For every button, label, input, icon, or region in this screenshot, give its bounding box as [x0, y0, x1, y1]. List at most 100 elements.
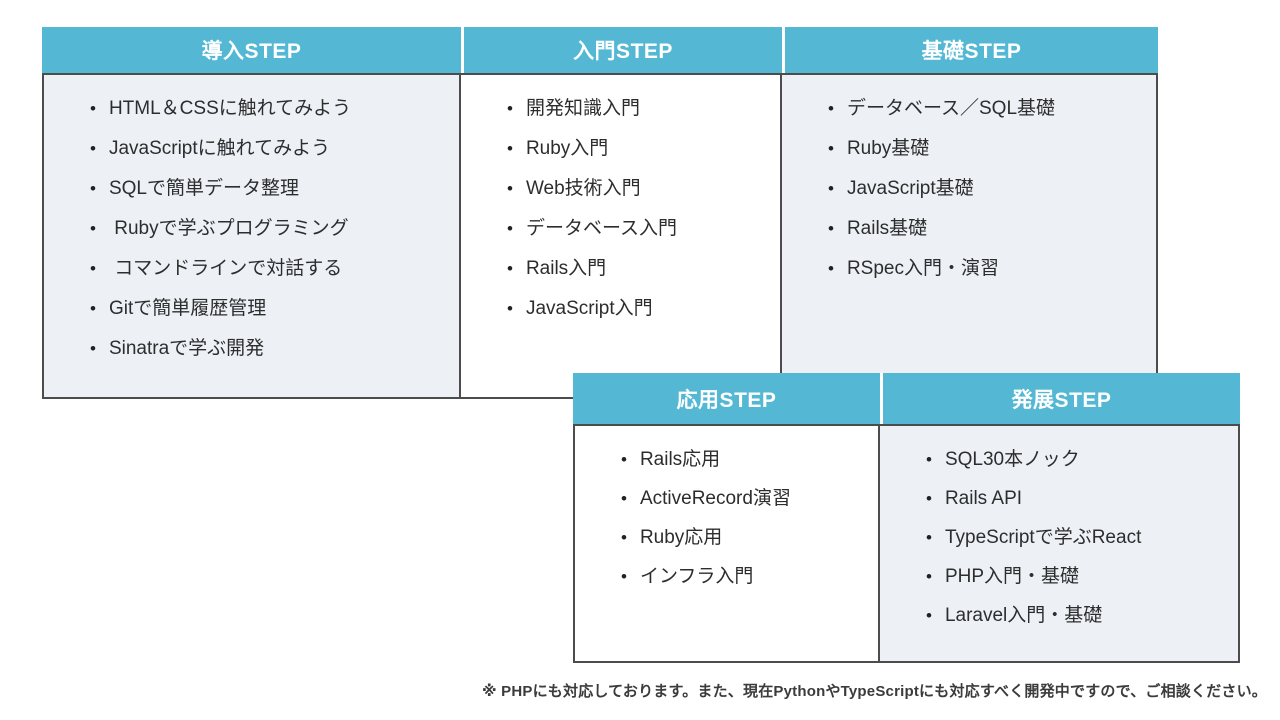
bullet-icon: •	[621, 528, 627, 547]
step-item-list: • Rails応用 • ActiveRecord演習 • Ruby応用 • インフラ入門	[575, 426, 878, 596]
list-item: • Web技術入門	[507, 169, 772, 209]
list-item: • JavaScriptに触れてみよう	[90, 129, 451, 169]
footnote: ※ PHPにも対応しております。また、現在PythonやTypeScriptにも…	[482, 683, 1267, 700]
step-header-basic: 基礎STEP	[782, 27, 1158, 73]
list-item: • Ruby応用	[621, 518, 870, 557]
list-item-label: コマンドラインで対話する	[108, 258, 343, 279]
list-item: • コマンドラインで対話する	[90, 249, 451, 289]
list-item-label: PHP入門・基礎	[944, 566, 1080, 587]
step-panel-intro: • HTML＆CSSに触れてみよう • JavaScriptに触れてみよう • SQL…	[42, 73, 461, 399]
step-item-list: • SQL30本ノック • Rails API • TypeScriptで学ぶReac…	[880, 426, 1238, 635]
step-item-list: • 開発知識入門 • Ruby入門 • Web技術入門 • データベース入門 • Rail…	[461, 75, 780, 329]
list-item-label: Ruby入門	[525, 138, 609, 159]
bullet-icon: •	[90, 139, 96, 158]
step-panel-applied: • Rails応用 • ActiveRecord演習 • Ruby応用 • インフラ入門	[573, 424, 880, 663]
list-item: • インフラ入門	[621, 557, 870, 596]
bullet-icon: •	[507, 259, 513, 278]
list-item-label: JavaScript基礎	[846, 178, 974, 199]
list-item-label: SQL30本ノック	[944, 449, 1080, 470]
list-item: •Ruby基礎	[828, 129, 1148, 169]
step-table-row1: 導入STEP • HTML＆CSSに触れてみよう • JavaScriptに触れてみ…	[42, 27, 1158, 399]
bullet-icon: •	[828, 259, 834, 278]
bullet-icon: •	[507, 219, 513, 238]
bullet-icon: •	[926, 528, 932, 547]
step-table-row2: 応用STEP • Rails応用 • ActiveRecord演習 • Ruby応用 …	[573, 373, 1240, 663]
list-item-label: Gitで簡単履歴管理	[108, 298, 267, 319]
list-item-label: インフラ入門	[639, 566, 754, 587]
list-item-label: Rails応用	[639, 449, 721, 470]
bullet-icon: •	[621, 450, 627, 469]
step-header-advanced: 発展STEP	[880, 373, 1240, 424]
list-item: • データベース／SQL基礎	[828, 89, 1148, 129]
list-item-label: ActiveRecord演習	[639, 488, 791, 509]
bullet-icon: •	[90, 219, 96, 238]
bullet-icon: •	[926, 567, 932, 586]
list-item: • 開発知識入門	[507, 89, 772, 129]
step-panel-advanced: • SQL30本ノック • Rails API • TypeScriptで学ぶReac…	[880, 424, 1240, 663]
step-header-intro: 導入STEP	[42, 27, 461, 73]
bullet-icon: •	[828, 219, 834, 238]
list-item-label: JavaScriptに触れてみよう	[108, 138, 331, 159]
bullet-icon: •	[828, 179, 834, 198]
list-item-label: SQLで簡単データ整理	[108, 178, 299, 199]
bullet-icon: •	[90, 339, 96, 358]
list-item: • Rails入門	[507, 249, 772, 289]
bullet-icon: •	[828, 99, 834, 118]
bullet-icon: •	[507, 179, 513, 198]
list-item: • Rails基礎	[828, 209, 1148, 249]
list-item-label: Rails基礎	[846, 218, 928, 239]
bullet-icon: •	[926, 606, 932, 625]
list-item-label: HTML＆CSSに触れてみよう	[108, 98, 352, 119]
bullet-icon: •	[926, 450, 932, 469]
bullet-icon: •	[507, 139, 513, 158]
bullet-icon: •	[90, 99, 96, 118]
bullet-icon: •	[90, 299, 96, 318]
list-item: • PHP入門・基礎	[926, 557, 1230, 596]
list-item: • Rails API	[926, 479, 1230, 518]
step-item-list: • HTML＆CSSに触れてみよう • JavaScriptに触れてみよう • SQL…	[44, 75, 459, 369]
list-item-label: Laravel入門・基礎	[944, 605, 1103, 626]
list-item: • Sinatraで学ぶ開発	[90, 329, 451, 369]
list-item-label: Sinatraで学ぶ開発	[108, 338, 265, 359]
step-header-applied: 応用STEP	[573, 373, 880, 424]
list-item: • SQL30本ノック	[926, 440, 1230, 479]
list-item: • SQLで簡単データ整理	[90, 169, 451, 209]
list-item: • ActiveRecord演習	[621, 479, 870, 518]
list-item-label: Rails入門	[525, 258, 607, 279]
list-item-label: RSpec入門・演習	[846, 258, 999, 279]
list-item: • JavaScript入門	[507, 289, 772, 329]
column-basic-step: 基礎STEP •データベース／SQL基礎 •Ruby基礎 •JavaScript…	[782, 27, 1158, 399]
list-item: • Ruby入門	[507, 129, 772, 169]
bullet-icon: •	[926, 489, 932, 508]
list-item: • Rubyで学ぶプログラミング	[90, 209, 451, 249]
list-item-label: Ruby基礎	[846, 138, 930, 159]
bullet-icon: •	[507, 299, 513, 318]
list-item-label: データベース入門	[525, 218, 678, 239]
column-applied-step: 応用STEP • Rails応用 • ActiveRecord演習 • Ruby応用 …	[573, 373, 880, 663]
list-item-label: Web技術入門	[525, 178, 641, 199]
bullet-icon: •	[621, 567, 627, 586]
bullet-icon: •	[621, 489, 627, 508]
step-panel-primer: • 開発知識入門 • Ruby入門 • Web技術入門 • データベース入門 • Rail…	[461, 73, 782, 399]
list-item: • Rails応用	[621, 440, 870, 479]
list-item: • RSpec入門・演習	[828, 249, 1148, 289]
column-intro-step: 導入STEP • HTML＆CSSに触れてみよう • JavaScriptに触れてみ…	[42, 27, 461, 399]
list-item: • Gitで簡単履歴管理	[90, 289, 451, 329]
list-item-label: 開発知識入門	[525, 98, 640, 119]
column-advanced-step: 発展STEP • SQL30本ノック • Rails API • TypeScript…	[880, 373, 1240, 663]
list-item-label: TypeScriptで学ぶReact	[944, 527, 1142, 548]
bullet-icon: •	[90, 259, 96, 278]
bullet-icon: •	[90, 179, 96, 198]
list-item: • HTML＆CSSに触れてみよう	[90, 89, 451, 129]
list-item-label: JavaScript入門	[525, 298, 653, 319]
list-item-label: Ruby応用	[639, 527, 723, 548]
list-item-label: Rails API	[944, 488, 1023, 509]
bullet-icon: •	[507, 99, 513, 118]
list-item: • JavaScript基礎	[828, 169, 1148, 209]
list-item-label: データベース／SQL基礎	[846, 98, 1056, 119]
column-primer-step: 入門STEP • 開発知識入門 • Ruby入門 • Web技術入門 • データベース入…	[461, 27, 782, 399]
step-panel-basic: •データベース／SQL基礎 •Ruby基礎 •JavaScript基礎 •Rai…	[782, 73, 1158, 399]
list-item: • データベース入門	[507, 209, 772, 249]
step-header-primer: 入門STEP	[461, 27, 782, 73]
